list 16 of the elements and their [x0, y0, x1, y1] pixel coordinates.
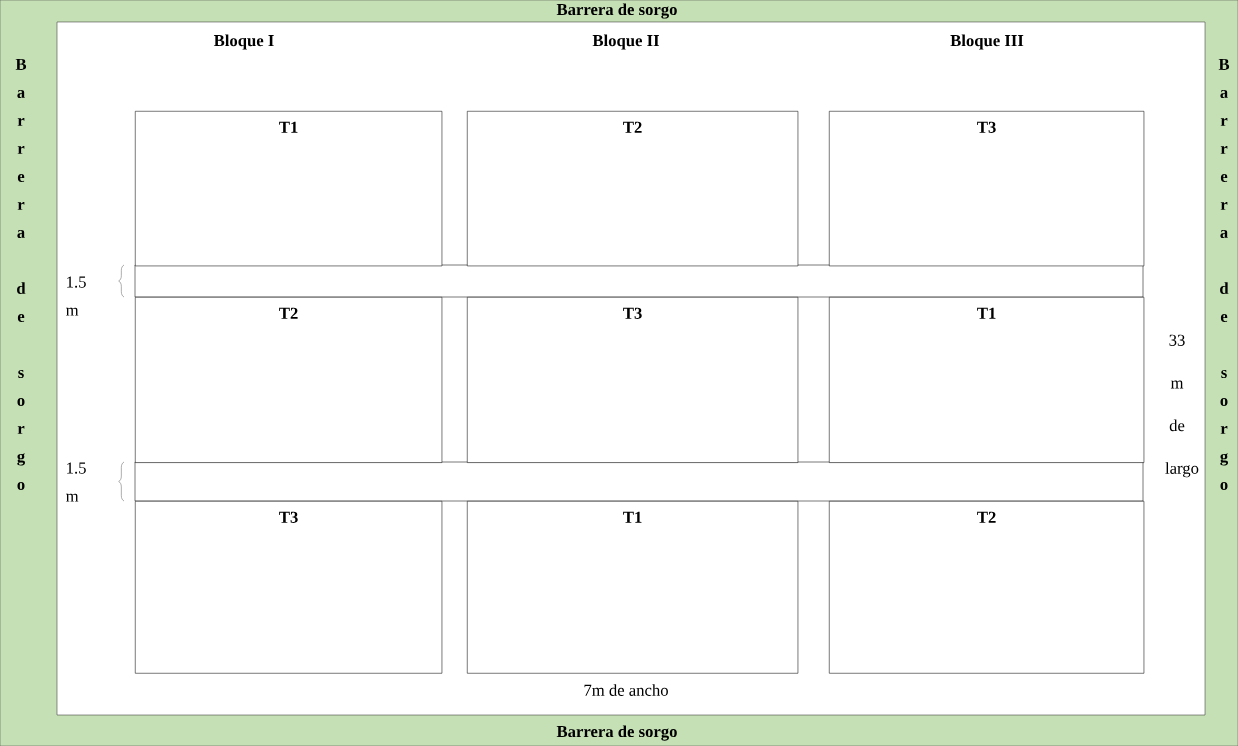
- plot-box: T1: [135, 111, 443, 267]
- plot-box: T3: [467, 297, 799, 463]
- measure-label: 33 m de largo: [1165, 334, 1199, 478]
- plot-box: T3: [135, 501, 443, 674]
- plot-box: T2: [467, 111, 799, 267]
- plot-box: T1: [829, 297, 1145, 463]
- measure-label: 1.5 m: [66, 462, 86, 502]
- vertical-text: Barrera de sorgo: [1218, 58, 1230, 491]
- measure-label: 1.5 m: [66, 276, 86, 316]
- plot-box: T2: [829, 501, 1145, 674]
- plot-box: T1: [467, 501, 799, 674]
- heading-text: Barrera de sorgo: [556, 3, 677, 19]
- plot-box: T2: [135, 297, 443, 463]
- vertical-text: Barrera de sorgo: [15, 58, 27, 491]
- plot-box: T3: [829, 111, 1145, 267]
- heading-text: Barrera de sorgo: [556, 725, 677, 741]
